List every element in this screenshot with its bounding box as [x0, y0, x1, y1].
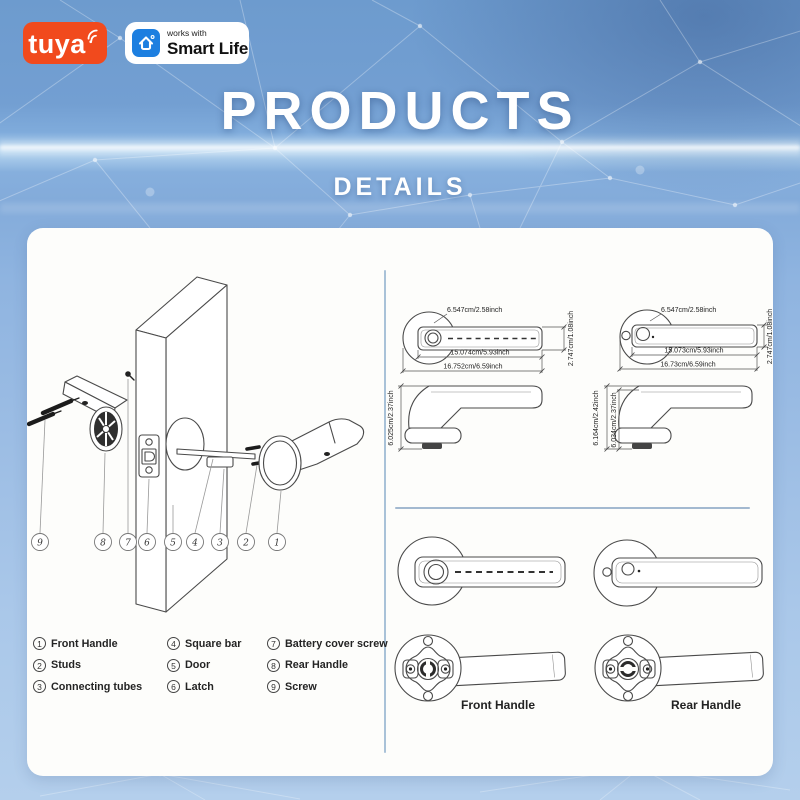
- tuya-logo-text: tuya: [28, 28, 86, 59]
- callout-leader-lines: [39, 379, 282, 534]
- callout-3: 3: [211, 533, 229, 551]
- callout-6: 6: [138, 533, 156, 551]
- front-handle-top-dimensions: 6.547cm/2.58inch 15.074cm/5.93inch 16.75…: [400, 307, 575, 374]
- rear-handle-back-view: Rear Handle: [594, 634, 764, 712]
- svg-text:Rear Handle: Rear Handle: [671, 698, 741, 712]
- front-handle-top-view: [397, 536, 566, 606]
- svg-text:8: 8: [100, 539, 106, 549]
- smart-life-badge: works with Smart Life: [125, 22, 249, 64]
- page-subtitle: DETAILS: [333, 173, 467, 201]
- rear-handle-top-dimensions: 6.547cm/2.58inch 15.073cm/5.93inch 16.73…: [617, 307, 773, 372]
- callout-9: 9: [31, 533, 49, 551]
- svg-text:5: 5: [170, 539, 176, 549]
- svg-text:2: 2: [242, 539, 249, 549]
- tuya-signal-icon: [87, 29, 98, 43]
- front-handle-side-dimensions: 6.025cm/2.37inch: [388, 383, 543, 452]
- works-with-label: works with: [167, 28, 207, 39]
- svg-text:1: 1: [274, 539, 280, 549]
- svg-text:3: 3: [217, 539, 223, 549]
- svg-text:6: 6: [144, 539, 150, 549]
- horizontal-divider: [395, 507, 750, 509]
- callout-7: 7: [119, 533, 137, 551]
- callout-1: 1: [268, 533, 286, 551]
- svg-text:7: 7: [125, 539, 131, 549]
- svg-text:6.034cm/2.37inch: 6.034cm/2.37inch: [611, 392, 618, 447]
- svg-text:6.025cm/2.37inch: 6.025cm/2.37inch: [388, 390, 395, 445]
- svg-text:15.074cm/5.93inch: 15.074cm/5.93inch: [450, 350, 509, 357]
- front-handle-drawing: [258, 418, 365, 491]
- tuya-logo: tuya: [23, 22, 107, 64]
- door-drawing: [135, 276, 228, 613]
- svg-text:9: 9: [37, 539, 43, 549]
- svg-text:6.547cm/2.58inch: 6.547cm/2.58inch: [661, 307, 716, 314]
- page-title: PRODUCTS: [220, 81, 580, 141]
- callout-2: 2: [237, 533, 255, 551]
- svg-text:Front Handle: Front Handle: [461, 698, 535, 712]
- callout-4: 4: [186, 533, 204, 551]
- svg-text:2.747cm/1.08inch: 2.747cm/1.08inch: [767, 309, 773, 364]
- light-streak-soft: [0, 203, 800, 213]
- dimension-drawings-panel: 6.547cm/2.58inch 15.074cm/5.93inch 16.75…: [388, 307, 773, 712]
- latch-drawing: [138, 434, 160, 478]
- svg-text:4: 4: [191, 539, 198, 549]
- square-bar-drawing: [176, 448, 256, 468]
- battery-cover-screw-drawing: [125, 371, 135, 381]
- svg-text:15.073cm/5.93inch: 15.073cm/5.93inch: [664, 348, 723, 355]
- svg-text:16.73cm/6.59inch: 16.73cm/6.59inch: [660, 362, 715, 369]
- callout-5: 5: [164, 533, 182, 551]
- front-handle-back-view: Front Handle: [394, 634, 566, 712]
- svg-text:6.164cm/2.42inch: 6.164cm/2.42inch: [593, 390, 600, 445]
- exploded-assembly-diagram: 9 8 7 6 5 4 3 2 1: [27, 276, 365, 613]
- rear-handle-drawing: [62, 375, 128, 452]
- smart-life-house-icon: [132, 29, 160, 57]
- rear-handle-side-dimensions: 6.164cm/2.42inch 6.034cm/2.37inch: [593, 383, 753, 452]
- svg-text:2.747cm/1.08inch: 2.747cm/1.08inch: [568, 311, 575, 366]
- screws-drawing: [27, 397, 80, 427]
- svg-text:16.752cm/6.59inch: 16.752cm/6.59inch: [443, 364, 502, 371]
- rear-handle-top-view: [593, 539, 763, 607]
- callout-8: 8: [94, 533, 112, 551]
- smart-life-label: Smart Life: [167, 38, 249, 58]
- light-streak: [0, 146, 800, 149]
- svg-text:6.547cm/2.58inch: 6.547cm/2.58inch: [447, 307, 502, 314]
- vertical-divider: [384, 270, 386, 753]
